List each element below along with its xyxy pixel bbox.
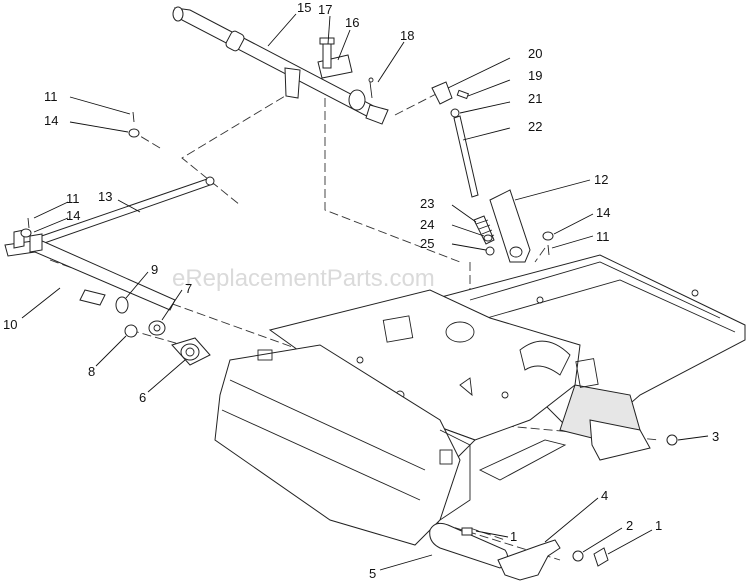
part-25-nut bbox=[485, 246, 495, 256]
callout-11-top: 11 bbox=[44, 89, 58, 104]
callout-14-right: 14 bbox=[596, 205, 610, 220]
callout-6: 6 bbox=[139, 390, 146, 405]
callout-21: 21 bbox=[528, 91, 542, 106]
part-1-bolts bbox=[461, 527, 609, 567]
callout-19: 19 bbox=[528, 68, 542, 83]
callout-11-right: 11 bbox=[596, 229, 610, 244]
part-14-washers bbox=[20, 128, 554, 241]
part-12-pedal bbox=[489, 189, 531, 263]
part-24-washer bbox=[483, 234, 493, 242]
part-7-washer bbox=[148, 320, 166, 336]
callout-8: 8 bbox=[88, 364, 95, 379]
main-frame bbox=[214, 254, 746, 546]
part-4-lever bbox=[497, 539, 561, 581]
callout-17: 17 bbox=[318, 2, 332, 17]
callout-9: 9 bbox=[151, 262, 158, 277]
part-17-bolt bbox=[319, 37, 335, 69]
callout-13: 13 bbox=[98, 189, 112, 204]
callout-15: 15 bbox=[297, 0, 311, 15]
callout-1-middle: 1 bbox=[510, 529, 517, 544]
part-20-clevis bbox=[431, 81, 453, 105]
callout-11-left: 11 bbox=[66, 191, 80, 206]
watermark: eReplacementParts.com bbox=[172, 265, 435, 292]
part-18-pin bbox=[368, 77, 374, 99]
part-19-pin bbox=[456, 89, 470, 100]
callout-labels: 15 17 16 18 20 19 21 22 11 14 11 14 13 1… bbox=[3, 0, 719, 581]
part-13-link-rod bbox=[29, 176, 215, 248]
part-15-shaft bbox=[172, 6, 389, 125]
part-22-rod bbox=[453, 115, 479, 198]
part-10-lower-shaft bbox=[4, 229, 176, 311]
callout-25: 25 bbox=[420, 236, 434, 251]
callout-23: 23 bbox=[420, 196, 434, 211]
part-21-nut bbox=[450, 108, 460, 118]
callout-20: 20 bbox=[528, 46, 542, 61]
callout-14-top: 14 bbox=[44, 113, 58, 128]
callout-2: 2 bbox=[626, 518, 633, 533]
callout-4: 4 bbox=[601, 488, 608, 503]
part-11-cotter-pins bbox=[27, 111, 550, 256]
callout-10: 10 bbox=[3, 317, 17, 332]
callout-3: 3 bbox=[712, 429, 719, 444]
part-8-nut bbox=[124, 324, 138, 338]
callout-22: 22 bbox=[528, 119, 542, 134]
callout-5: 5 bbox=[369, 566, 376, 581]
callout-7: 7 bbox=[185, 281, 192, 296]
callout-24: 24 bbox=[420, 217, 434, 232]
part-2-washer bbox=[572, 550, 584, 562]
callout-1-right: 1 bbox=[655, 518, 662, 533]
callout-18: 18 bbox=[400, 28, 414, 43]
callout-16: 16 bbox=[345, 15, 359, 30]
part-6-bearing bbox=[171, 337, 211, 366]
callout-14-left: 14 bbox=[66, 208, 80, 223]
part-3-nut bbox=[666, 434, 678, 446]
callout-12: 12 bbox=[594, 172, 608, 187]
leader-lines bbox=[21, 13, 709, 571]
part-9-spacer bbox=[115, 296, 129, 314]
